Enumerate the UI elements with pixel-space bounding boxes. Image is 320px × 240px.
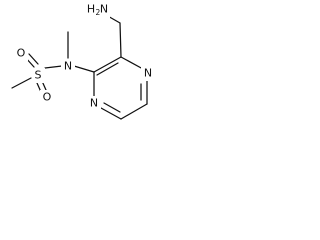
bond-c6-n1 (100, 107, 122, 120)
atom-sulfonamide-n: N (64, 60, 72, 73)
atom-ring-n-top: N (144, 67, 152, 80)
bond-s-methyl (11, 77, 32, 89)
bond-ch2-c3 (119, 22, 122, 58)
atoms: H 2 N N S O O N N (14, 2, 155, 111)
atom-oxygen-1: O (17, 47, 26, 60)
atom-sulfur: S (35, 69, 42, 82)
bonds (11, 14, 148, 120)
atom-ring-n-bottom: N (90, 97, 98, 110)
bond-n-s (44, 65, 63, 69)
atom-amine-h: H (87, 3, 95, 16)
molecule-diagram: H 2 N N S O O N N (11, 2, 155, 120)
bond-c2-n (73, 65, 95, 73)
atom-amine-h-count: 2 (96, 8, 101, 17)
atom-oxygen-2: O (43, 91, 52, 104)
bond-c5-c6 (120, 103, 148, 120)
bond-s-o1-double (28, 53, 39, 65)
bond-c3-c2 (93, 56, 122, 73)
bond-c6-n1-double (103, 102, 121, 113)
bond-c3-c2-double (96, 62, 119, 76)
atom-amine-n: N (100, 3, 108, 16)
bond-c3-n4 (120, 56, 144, 70)
